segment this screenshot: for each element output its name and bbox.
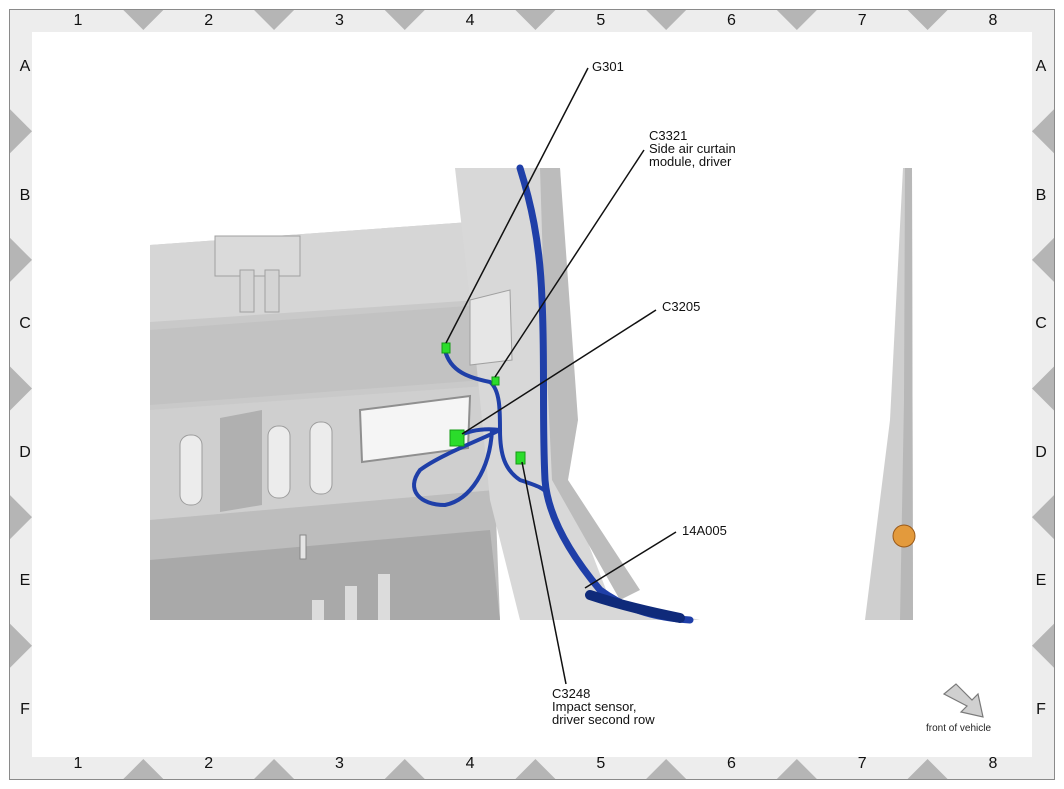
column-label-top: 7 [857, 12, 867, 29]
row-label-right: D [1035, 443, 1047, 461]
row-label-right: E [1035, 572, 1047, 590]
right-marker [1032, 237, 1054, 282]
column-label-top: 6 [727, 12, 736, 29]
left-marker [10, 366, 32, 411]
top-marker [907, 10, 948, 30]
column-label-bottom: 1 [73, 755, 83, 772]
connector-c3205 [449, 429, 465, 447]
column-label-top: 8 [988, 12, 998, 29]
connectors [441, 342, 526, 465]
row-label-right: A [1035, 58, 1047, 75]
top-marker [515, 10, 556, 30]
left-marker [10, 623, 32, 668]
row-label-left: E [19, 572, 31, 590]
leader-c3205 [461, 309, 657, 435]
leader-c3248 [521, 461, 567, 685]
column-label-top: 4 [465, 12, 475, 29]
row-label-right: C [1035, 315, 1047, 333]
connector-g301 [441, 342, 451, 354]
row-label-left: B [19, 186, 31, 204]
top-marker [646, 10, 687, 30]
column-label-top: 3 [334, 12, 344, 29]
grid-markers [10, 10, 1054, 779]
callout-c3248: C3248 Impact sensor, driver second row [552, 686, 655, 727]
top-marker [123, 10, 164, 30]
leader-g301 [445, 67, 589, 344]
top-marker [254, 10, 295, 30]
callout-c3205: C3205 [662, 299, 701, 314]
column-label-bottom: 8 [988, 755, 998, 772]
bottom-marker [907, 759, 948, 779]
row-label-right: B [1035, 186, 1047, 204]
harness-14a005 [412, 164, 694, 624]
column-label-bottom: 5 [596, 755, 606, 772]
right-marker [1032, 109, 1054, 154]
right-marker [1032, 495, 1054, 540]
bottom-marker [515, 759, 556, 779]
right-marker [1032, 366, 1054, 411]
row-label-left: A [19, 58, 31, 75]
front-of-vehicle-label: front of vehicle [926, 723, 992, 734]
column-label-bottom: 2 [204, 755, 214, 772]
column-label-bottom: 6 [727, 755, 736, 772]
b-pillar-illustration [455, 168, 700, 620]
callout-harness-14a005: 14A005 [682, 523, 727, 538]
bottom-marker [384, 759, 425, 779]
connector-c3248 [515, 451, 526, 465]
connector-c3321 [491, 376, 500, 386]
bottom-marker [776, 759, 817, 779]
rear-panel-illustration [150, 222, 500, 620]
column-label-bottom: 3 [334, 755, 344, 772]
column-label-top: 1 [73, 12, 83, 29]
left-marker [10, 237, 32, 282]
callout-g301: G301 [592, 59, 624, 74]
left-marker [10, 109, 32, 154]
row-label-left: C [19, 315, 31, 333]
front-arrow-icon [942, 683, 984, 718]
row-label-right: F [1036, 701, 1046, 718]
right-marker [1032, 623, 1054, 668]
column-label-top: 2 [204, 12, 214, 29]
top-marker [776, 10, 817, 30]
leader-lines [445, 67, 677, 685]
leader-harness [584, 531, 677, 589]
callout-c3321: C3321 Side air curtain module, driver [649, 128, 736, 169]
left-marker [10, 495, 32, 540]
leader-c3321 [494, 149, 645, 378]
column-label-bottom: 4 [465, 755, 475, 772]
bottom-marker [123, 759, 164, 779]
column-label-bottom: 7 [857, 755, 867, 772]
column-label-top: 5 [596, 12, 606, 29]
row-label-left: D [19, 443, 31, 461]
bottom-marker [254, 759, 295, 779]
bottom-marker [646, 759, 687, 779]
row-label-left: F [20, 701, 30, 718]
top-marker [384, 10, 425, 30]
right-pillar-illustration [865, 168, 916, 620]
